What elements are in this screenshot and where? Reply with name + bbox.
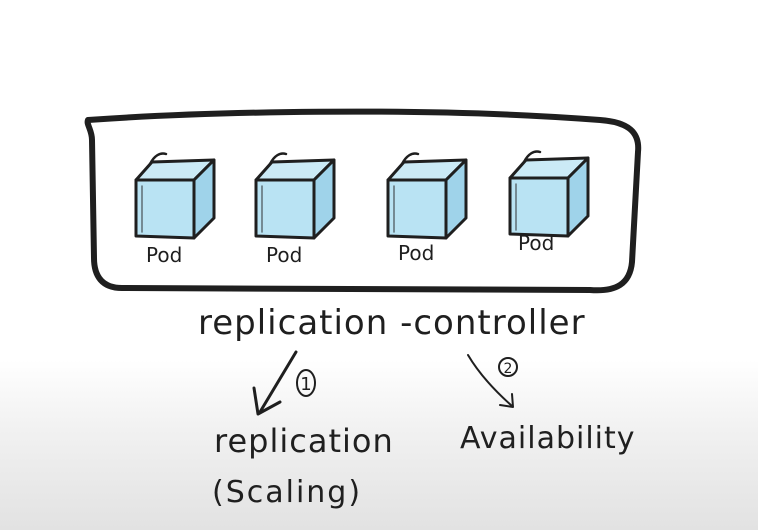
pod-label: Pod — [398, 241, 434, 265]
pod-cube-side — [444, 158, 468, 240]
scaling-label: (Scaling) — [212, 475, 362, 510]
pod-3: Pod — [386, 152, 468, 265]
pod-label: Pod — [146, 243, 182, 267]
pod-cube-squiggle — [522, 150, 542, 164]
pod-cube-front — [508, 176, 570, 238]
step-1-number: 1 — [300, 374, 311, 395]
step-2-badge: 2 — [498, 357, 518, 377]
pod-4: Pod — [508, 150, 590, 255]
replication-label: replication — [214, 422, 394, 460]
pod-cube-squiggle — [400, 152, 420, 166]
step-2-number: 2 — [504, 361, 513, 377]
pod-2: Pod — [254, 152, 336, 267]
pod-cube-front — [134, 178, 196, 240]
arrow-availability — [467, 354, 514, 408]
pod-label: Pod — [266, 243, 302, 267]
arrow-replication — [252, 350, 298, 416]
controller-label: replication -controller — [198, 303, 586, 343]
pod-cube-side — [566, 156, 590, 238]
pod-cube-front — [386, 178, 448, 240]
pod-cube-side — [192, 158, 216, 240]
pod-label: Pod — [518, 231, 554, 255]
pod-cube-squiggle — [148, 152, 168, 166]
pod-1: Pod — [134, 152, 216, 267]
step-1-badge: 1 — [296, 369, 316, 397]
pod-cube-side — [312, 158, 336, 240]
pod-cube-squiggle — [268, 152, 288, 166]
availability-label: Availability — [460, 421, 636, 456]
replication-controller-box — [84, 108, 642, 294]
pod-cube-front — [254, 178, 316, 240]
